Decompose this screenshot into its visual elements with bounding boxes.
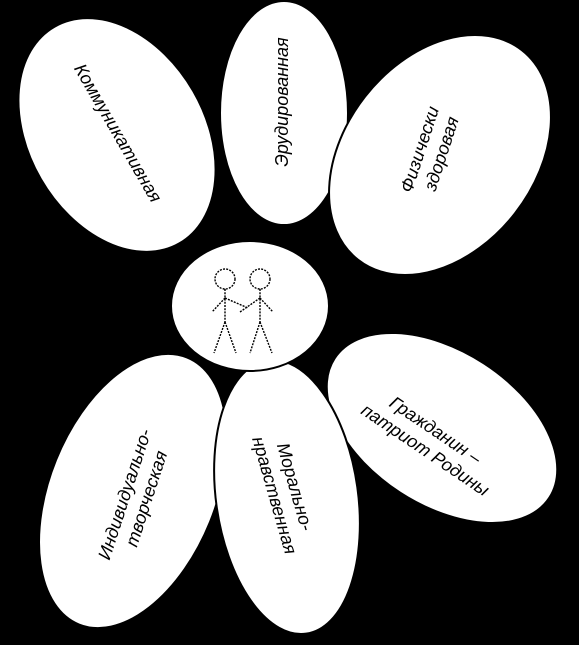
petal-communicative: Коммуникативная xyxy=(17,17,217,253)
center-circle xyxy=(170,240,330,372)
petal-erudite: Эрудированная xyxy=(219,0,349,226)
petal-healthy-label: Физически здоровая xyxy=(396,99,465,202)
petal-erudite-label: Эрудированная xyxy=(272,37,292,167)
petal-citizen: Гражданин – патриот Родины xyxy=(325,331,559,525)
petal-healthy: Физически здоровая xyxy=(328,33,552,277)
two-people-icon xyxy=(211,268,274,354)
petal-moral: Морально- нравственная xyxy=(213,358,361,636)
petal-creative: Индивидуально- творческая xyxy=(38,352,228,630)
